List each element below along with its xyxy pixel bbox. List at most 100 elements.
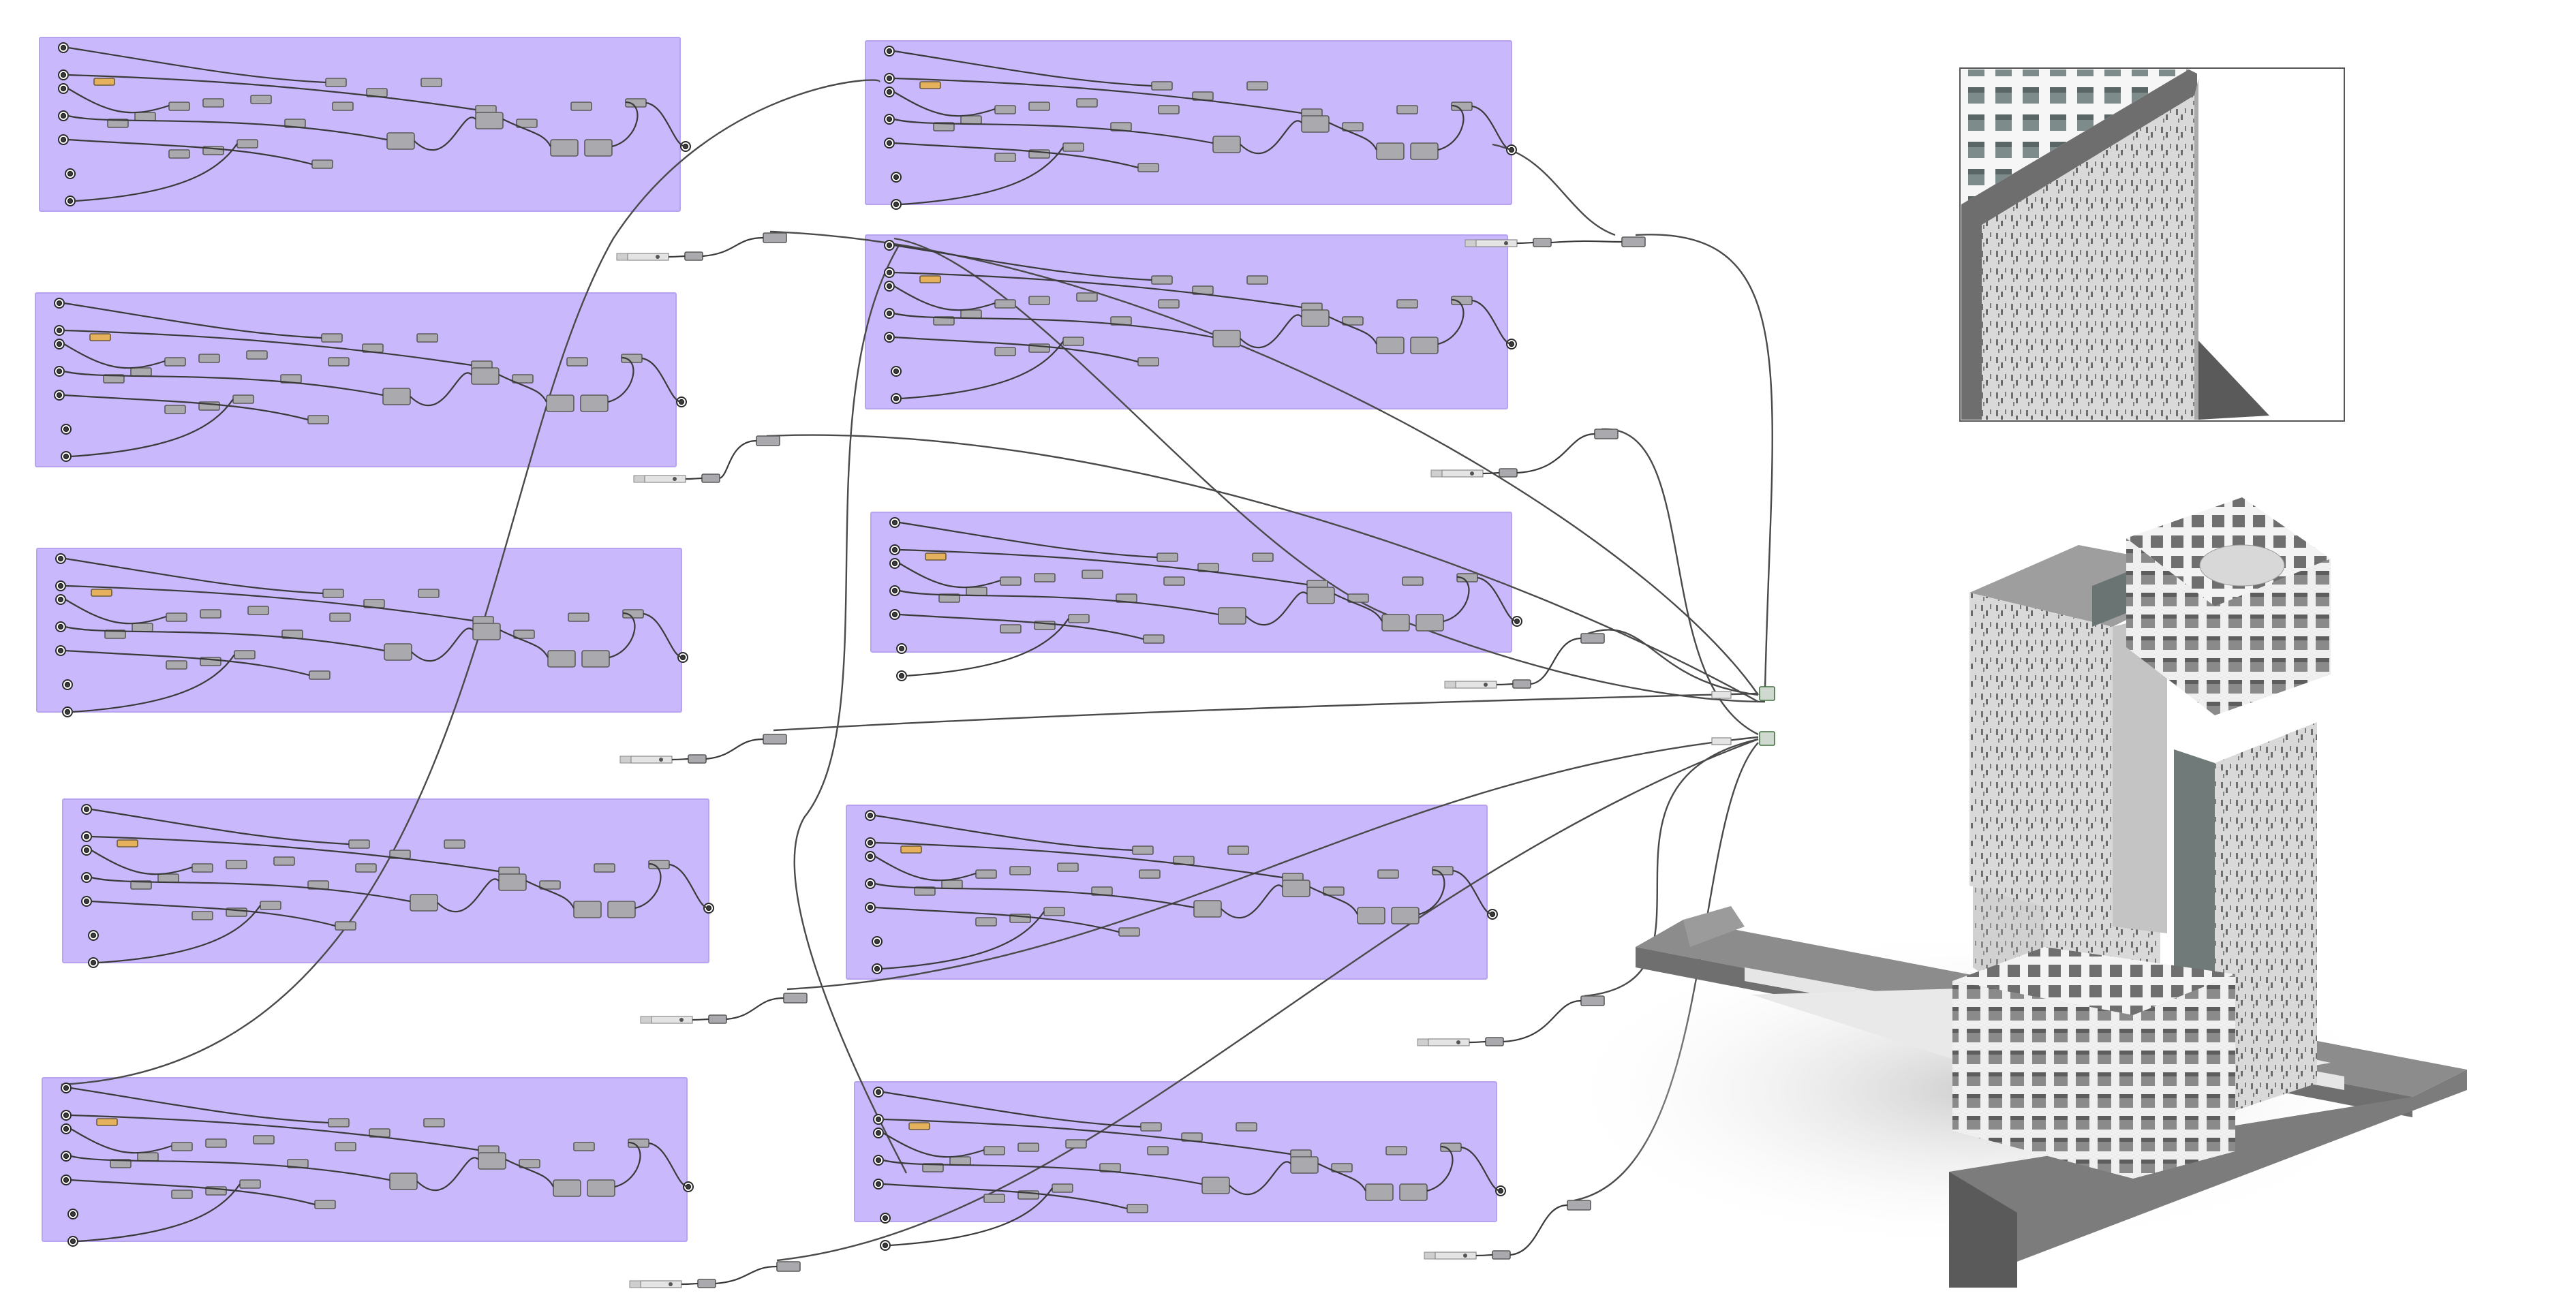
input-param[interactable] bbox=[65, 168, 76, 179]
input-param[interactable] bbox=[61, 1151, 72, 1162]
component-node[interactable] bbox=[1065, 1139, 1087, 1149]
component-node[interactable] bbox=[568, 612, 589, 622]
component-node[interactable] bbox=[166, 660, 187, 670]
component-node[interactable] bbox=[191, 863, 213, 873]
component-node[interactable] bbox=[1137, 357, 1159, 367]
input-param[interactable] bbox=[873, 1155, 884, 1166]
component-node-large[interactable] bbox=[382, 388, 411, 405]
component-orange[interactable] bbox=[96, 1118, 118, 1126]
component-node-large[interactable] bbox=[581, 650, 610, 668]
input-param[interactable] bbox=[81, 831, 92, 842]
group-1[interactable] bbox=[39, 37, 681, 212]
input-param[interactable] bbox=[896, 670, 907, 681]
group-2[interactable] bbox=[35, 292, 677, 467]
input-param[interactable] bbox=[65, 196, 76, 206]
component-node[interactable] bbox=[103, 374, 125, 384]
component-node-large[interactable] bbox=[580, 394, 609, 412]
input-param[interactable] bbox=[81, 872, 92, 883]
component-node[interactable] bbox=[914, 886, 936, 896]
component-node[interactable] bbox=[321, 333, 343, 343]
component-node[interactable] bbox=[1323, 886, 1345, 896]
component-node[interactable] bbox=[1331, 1163, 1353, 1172]
component-node[interactable] bbox=[1028, 102, 1050, 111]
number-slider[interactable] bbox=[1444, 681, 1497, 689]
component-node[interactable] bbox=[1017, 1142, 1039, 1152]
input-param[interactable] bbox=[61, 1083, 72, 1093]
component-node[interactable] bbox=[1347, 593, 1369, 603]
component-node[interactable] bbox=[1342, 316, 1364, 326]
component-node[interactable] bbox=[1137, 163, 1159, 172]
input-param[interactable] bbox=[865, 837, 876, 848]
number-slider[interactable] bbox=[616, 253, 669, 261]
input-param[interactable] bbox=[61, 1110, 72, 1121]
component-node[interactable] bbox=[104, 629, 126, 639]
input-param[interactable] bbox=[54, 298, 65, 309]
input-param[interactable] bbox=[880, 1213, 891, 1224]
component-orange[interactable] bbox=[117, 839, 138, 848]
component-node-large[interactable] bbox=[1212, 136, 1241, 153]
component-node[interactable] bbox=[975, 917, 997, 927]
component-node[interactable] bbox=[164, 357, 186, 367]
number-slider[interactable] bbox=[1430, 469, 1484, 478]
input-param[interactable] bbox=[884, 138, 895, 149]
component-node[interactable] bbox=[1076, 292, 1098, 302]
input-param[interactable] bbox=[889, 609, 900, 620]
component-node[interactable] bbox=[1000, 624, 1022, 634]
input-param[interactable] bbox=[61, 1175, 72, 1185]
number-slider[interactable] bbox=[629, 1280, 682, 1288]
input-param[interactable] bbox=[884, 267, 895, 278]
component-node[interactable] bbox=[1068, 614, 1090, 623]
component-node[interactable] bbox=[332, 102, 354, 111]
component-node[interactable] bbox=[1132, 845, 1154, 855]
component-node[interactable] bbox=[232, 394, 254, 404]
component-node[interactable] bbox=[1246, 81, 1268, 91]
group-3[interactable] bbox=[36, 548, 682, 713]
input-param[interactable] bbox=[55, 553, 66, 564]
component-node[interactable] bbox=[1062, 142, 1084, 152]
input-param[interactable] bbox=[889, 544, 900, 555]
component-node[interactable] bbox=[1342, 122, 1364, 131]
input-param[interactable] bbox=[67, 1236, 78, 1247]
component-node[interactable] bbox=[1000, 576, 1022, 586]
component-node-large[interactable] bbox=[550, 139, 579, 157]
component-node[interactable] bbox=[594, 863, 615, 873]
component-node-large[interactable] bbox=[1193, 900, 1222, 918]
component-node[interactable] bbox=[191, 911, 213, 920]
component-node[interactable] bbox=[200, 609, 221, 619]
component-orange[interactable] bbox=[93, 78, 115, 86]
component-node-large[interactable] bbox=[478, 1152, 506, 1170]
component-node[interactable] bbox=[933, 122, 955, 131]
component-node[interactable] bbox=[1402, 576, 1424, 586]
component-node-large[interactable] bbox=[1201, 1177, 1230, 1194]
component-orange[interactable] bbox=[919, 81, 941, 89]
component-orange[interactable] bbox=[89, 333, 111, 341]
component-node-large[interactable] bbox=[1391, 907, 1420, 924]
number-slider[interactable] bbox=[640, 1016, 693, 1024]
input-param[interactable] bbox=[873, 1128, 884, 1138]
input-param[interactable] bbox=[896, 643, 907, 654]
component-node[interactable] bbox=[1156, 553, 1178, 562]
component-node[interactable] bbox=[519, 1159, 540, 1168]
component-node[interactable] bbox=[566, 357, 588, 367]
component-node[interactable] bbox=[1377, 869, 1399, 879]
component-node[interactable] bbox=[307, 415, 329, 424]
component-node-large[interactable] bbox=[1365, 1183, 1394, 1201]
component-node[interactable] bbox=[1076, 98, 1098, 108]
component-node[interactable] bbox=[573, 1142, 595, 1151]
component-node[interactable] bbox=[983, 1194, 1005, 1203]
component-node[interactable] bbox=[335, 921, 356, 931]
component-node[interactable] bbox=[1227, 845, 1249, 855]
input-param[interactable] bbox=[61, 424, 72, 435]
input-param[interactable] bbox=[58, 134, 69, 145]
component-node[interactable] bbox=[539, 880, 561, 890]
merge-component[interactable] bbox=[708, 993, 808, 1024]
component-node[interactable] bbox=[309, 670, 331, 680]
input-param[interactable] bbox=[55, 645, 66, 656]
input-param[interactable] bbox=[889, 558, 900, 569]
component-node-large[interactable] bbox=[1306, 587, 1335, 604]
component-node[interactable] bbox=[335, 1142, 356, 1151]
component-node-large[interactable] bbox=[1218, 607, 1246, 625]
merge-component[interactable] bbox=[1499, 429, 1619, 478]
component-node[interactable] bbox=[1147, 1146, 1169, 1155]
